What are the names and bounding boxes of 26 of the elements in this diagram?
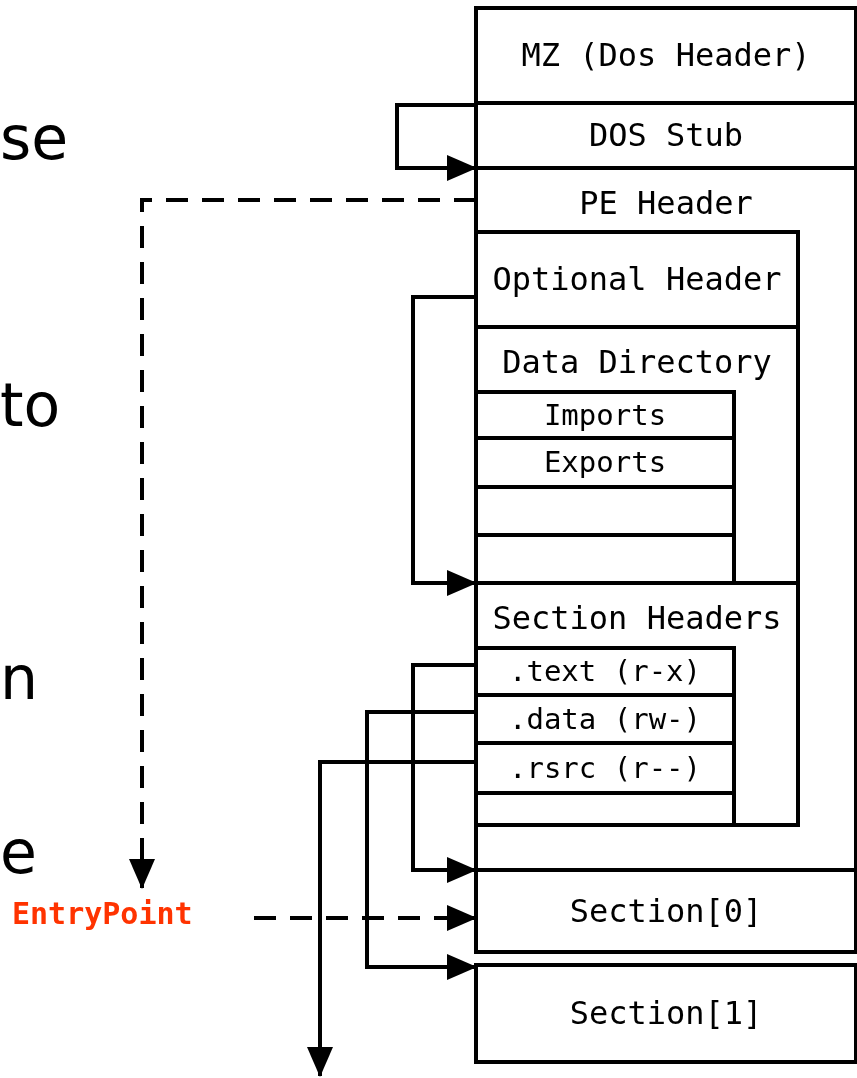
text-fragment: se: [0, 108, 69, 168]
entry-point-label: EntryPoint: [12, 896, 248, 932]
arrow: [254, 905, 477, 931]
box-label: Section[1]: [569, 994, 763, 1033]
box-label: PE Header: [579, 184, 753, 223]
text-fragment: e: [0, 822, 37, 882]
box-label: .rsrc (r--): [508, 750, 702, 786]
arrow: [365, 710, 477, 980]
arrow: [307, 760, 476, 1077]
box-label: .text (r-x): [508, 654, 702, 689]
box-label: MZ (Dos Header): [521, 36, 811, 75]
box-label: Optional Header: [492, 260, 782, 299]
section-box: [474, 963, 857, 1064]
box-label: Data Directory: [502, 343, 772, 382]
arrow: [411, 295, 477, 596]
arrow: [395, 103, 477, 181]
box-label: Imports: [543, 397, 667, 433]
box-label: Section Headers: [492, 599, 782, 638]
box-label: Exports: [543, 445, 667, 480]
arrow: [411, 663, 477, 883]
box-label: DOS Stub: [588, 116, 744, 155]
text-fragment: n: [0, 648, 39, 708]
box-label: .data (rw-): [508, 701, 702, 737]
arrow: [129, 198, 476, 889]
text-fragment: to: [0, 375, 61, 435]
box-label: Section[0]: [569, 891, 763, 931]
